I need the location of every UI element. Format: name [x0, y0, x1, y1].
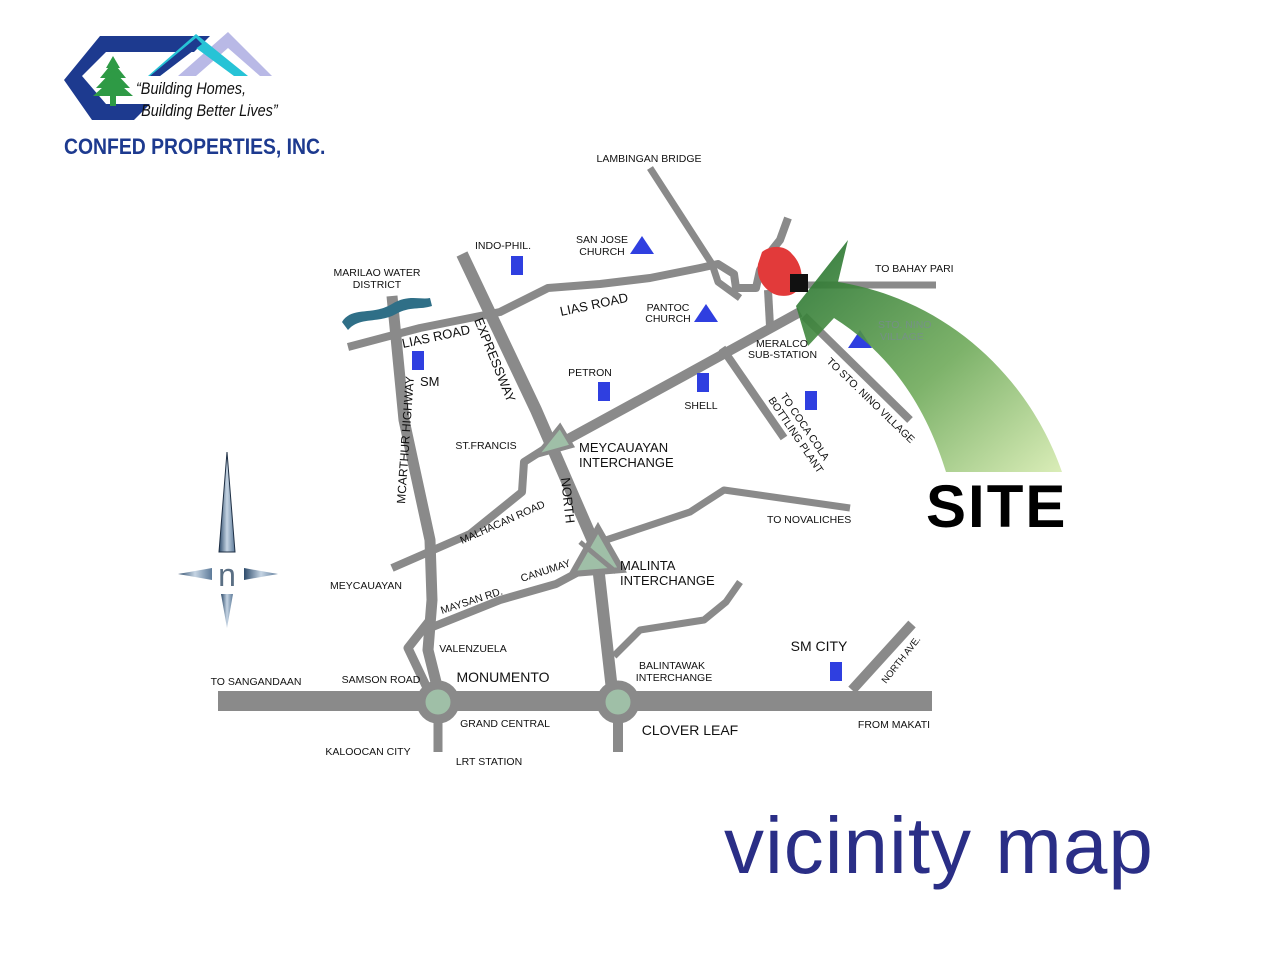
compass-rose: n — [178, 451, 278, 628]
label-indo-phil: INDO-PHIL. — [475, 240, 531, 252]
label-marilao-2: DISTRICT — [353, 279, 402, 291]
label-petron: PETRON — [568, 367, 612, 379]
label-balintawak-1: BALINTAWAK — [639, 660, 705, 672]
road-network — [218, 166, 936, 752]
label-sto-nino-2: VILLAGE — [880, 331, 924, 343]
sm-city-marker — [830, 662, 842, 681]
label-san-jose-church-2: CHURCH — [579, 246, 625, 258]
label-lrt-station: LRT STATION — [456, 756, 522, 768]
meycauayan-interchange-marker — [530, 422, 576, 460]
road-coca-cola — [718, 345, 788, 441]
label-sto-nino-1: STO. NINO — [878, 319, 931, 331]
label-malinta-2: INTERCHANGE — [620, 573, 715, 588]
road-malhacan — [390, 444, 549, 572]
road-lambingan — [647, 166, 743, 301]
company-logo — [64, 32, 272, 120]
label-lambingan-bridge: LAMBINGAN BRIDGE — [596, 153, 701, 165]
company-name: CONFED PROPERTIES, INC. — [64, 134, 326, 159]
road-mcarthur — [386, 295, 444, 692]
label-balintawak-2: INTERCHANGE — [636, 672, 712, 684]
interchanges — [416, 422, 640, 724]
label-north: NORTH — [558, 477, 578, 524]
road-novaliches — [604, 486, 851, 544]
compass-north-letter: n — [218, 557, 236, 593]
marilao-river — [342, 298, 432, 330]
tagline-line-1: “Building Homes, — [136, 79, 247, 98]
label-meralco-1: MERALCO — [756, 338, 808, 350]
site-arrow — [796, 240, 1062, 472]
compass-north-needle — [218, 451, 236, 553]
compass-west-needle — [178, 568, 212, 580]
label-lias-road-upper: LIAS ROAD — [559, 290, 630, 319]
logo-frame — [64, 36, 210, 120]
page-title: vicinity map — [724, 801, 1154, 890]
landmark-squares — [412, 256, 842, 681]
label-meycauayan-int-1: MEYCAUAYAN — [579, 440, 668, 455]
logo-roof-navy — [150, 38, 202, 76]
cloverleaf-rotunda — [596, 680, 640, 724]
label-samson-road: SAMSON ROAD — [342, 674, 421, 686]
map-labels: LAMBINGAN BRIDGE INDO-PHIL. SAN JOSE CHU… — [211, 153, 954, 768]
label-meycauayan-int-2: INTERCHANGE — [579, 455, 674, 470]
shell-marker — [697, 373, 709, 392]
label-clover-leaf: CLOVER LEAF — [642, 722, 738, 738]
compass-south-needle — [221, 594, 233, 628]
sm-marker — [412, 351, 424, 370]
label-st-francis: ST.FRANCIS — [455, 440, 516, 452]
monumento-rotunda — [416, 680, 460, 724]
road-maysan-canumay — [428, 564, 588, 632]
church-markers — [630, 236, 872, 348]
tagline-line-2: Building Better Lives” — [141, 101, 278, 120]
label-meycauayan: MEYCAUAYAN — [330, 580, 402, 592]
label-kaloocan-city: KALOOCAN CITY — [325, 746, 410, 758]
label-valenzuela: VALENZUELA — [439, 643, 507, 655]
label-pantoc-1: PANTOC — [647, 302, 690, 314]
compass-east-needle — [244, 568, 278, 580]
indo-phil-marker — [511, 256, 523, 275]
company-tagline: “Building Homes, Building Better Lives” — [136, 78, 278, 122]
label-to-novaliches: TO NOVALICHES — [767, 514, 851, 526]
label-monumento: MONUMENTO — [456, 669, 549, 685]
road-expressway — [456, 251, 618, 691]
site-square — [790, 274, 808, 292]
petron-marker — [598, 382, 610, 401]
road-balintawak-branch — [611, 579, 743, 659]
road-sto-nino — [801, 313, 913, 423]
pantoc-church-icon — [694, 304, 718, 322]
logo-roof-lilac — [178, 32, 272, 76]
label-to-sangandaan: TO SANGANDAAN — [211, 676, 302, 688]
road-meralco-diagonal — [545, 307, 803, 455]
sto-nino-church-icon — [848, 330, 872, 348]
road-site-access — [764, 289, 774, 327]
label-san-jose-church-1: SAN JOSE — [576, 234, 628, 246]
san-jose-church-icon — [630, 236, 654, 254]
road-mcarthur-branch — [403, 617, 434, 692]
label-grand-central: GRAND CENTRAL — [460, 718, 550, 730]
label-malinta-1: MALINTA — [620, 558, 676, 573]
malinta-interchange-marker — [566, 521, 627, 578]
label-sm: SM — [420, 374, 440, 389]
label-marilao-1: MARILAO WATER — [334, 267, 421, 279]
road-north-ave — [848, 620, 916, 694]
label-shell: SHELL — [684, 400, 717, 412]
site-label: SITE — [926, 473, 1068, 540]
label-pantoc-2: CHURCH — [645, 313, 691, 325]
label-to-bahay-pari: TO BAHAY PARI — [875, 263, 954, 275]
coca-cola-marker — [805, 391, 817, 410]
label-from-makati: FROM MAKATI — [858, 719, 930, 731]
label-meralco-2: SUB-STATION — [748, 349, 817, 361]
tree-icon — [93, 56, 133, 106]
label-sm-city: SM CITY — [791, 638, 848, 654]
